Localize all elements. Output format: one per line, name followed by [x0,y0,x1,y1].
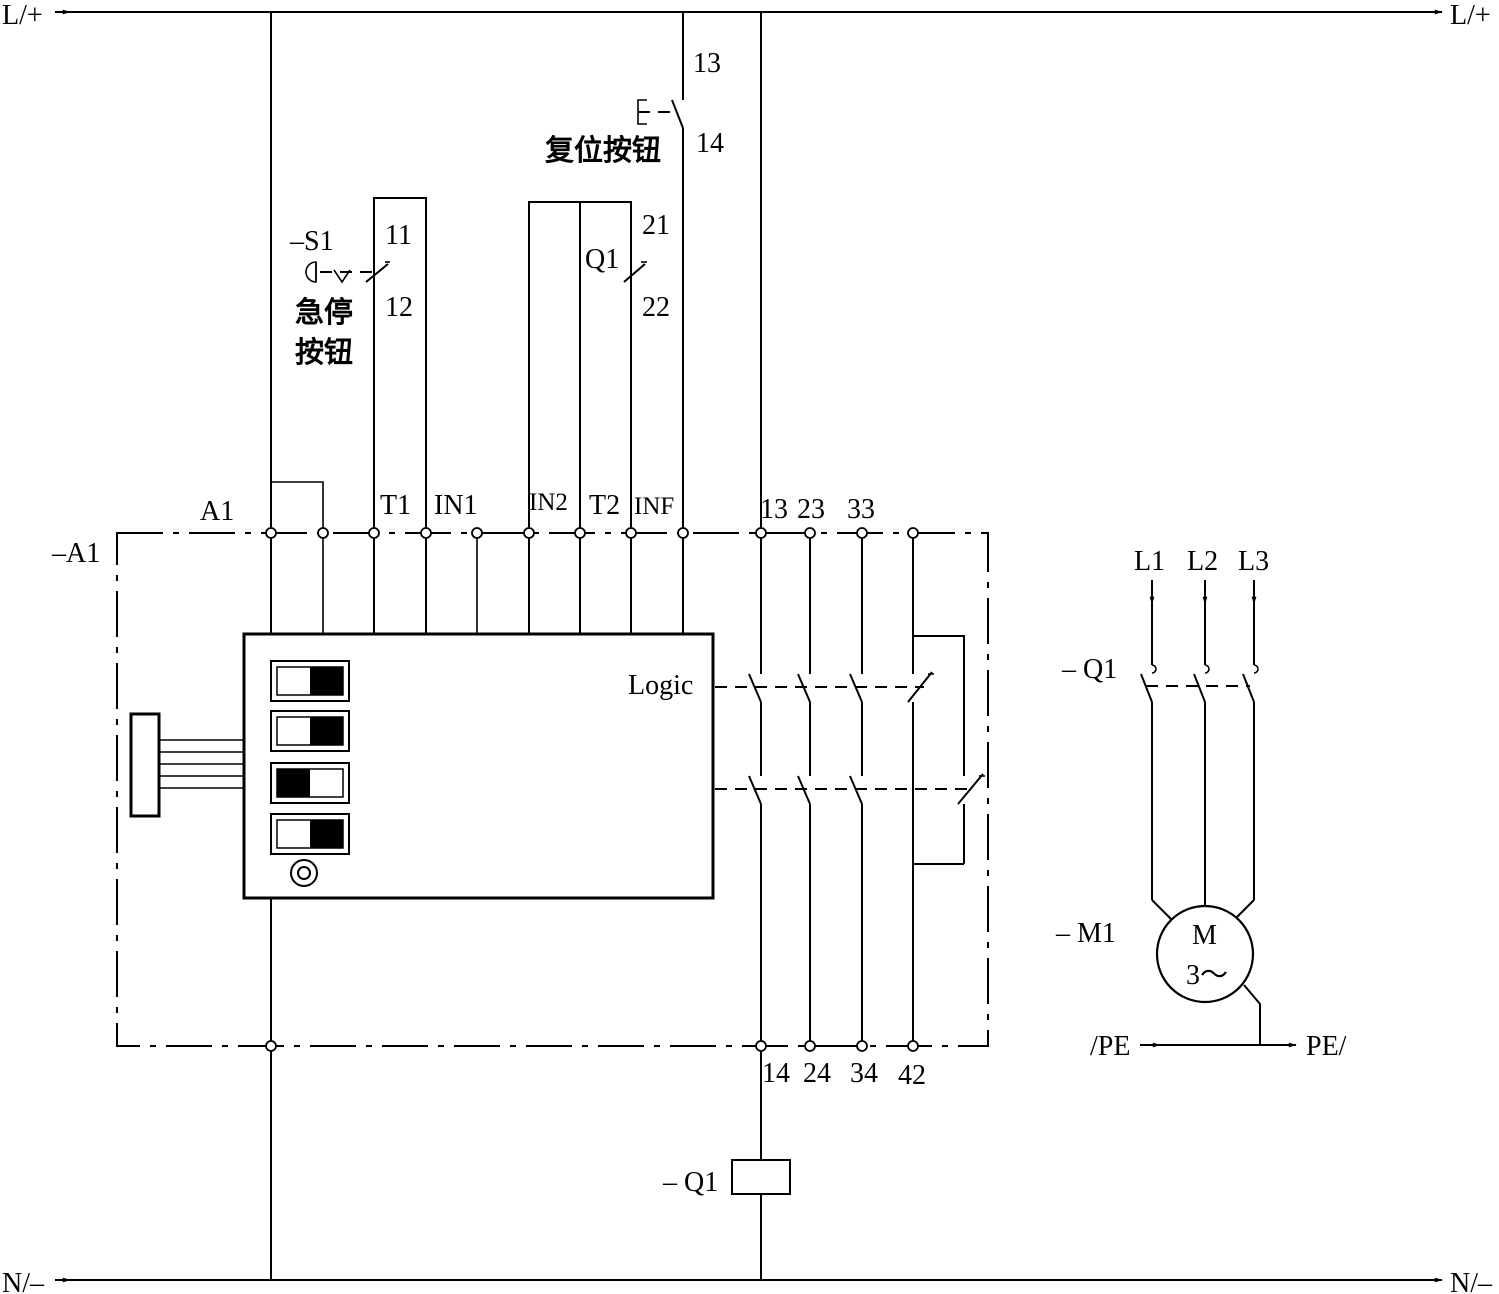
relay-output-terminal-labels: 13 23 33 14 24 34 42 [760,494,926,1091]
terminal-label-in2: IN2 [529,489,568,516]
motor-type: 3～ [1186,960,1228,991]
terminal-label-t1: T1 [380,490,411,521]
feedback-terminal-21: 21 [642,210,670,241]
terminal-label-in1: IN1 [434,490,478,521]
rotary-knob-icon [290,859,318,887]
relay-enclosure: –A1 [51,532,989,1047]
motor-symbol: M [1192,920,1217,951]
rail-label-top-left: L/+ [2,0,43,31]
contactor-coil: – Q1 [662,1159,791,1198]
supply-rail-bottom: N/– N/– [2,1268,1493,1294]
breaker-tag: – Q1 [1061,654,1117,685]
reset-button-label: 复位按钮 [545,133,661,167]
estop-tag: –S1 [289,226,334,257]
terminal-label-34: 34 [850,1058,878,1089]
dip-switch-1 [270,660,350,702]
reset-terminal-13: 13 [693,48,721,79]
rail-label-top-right: L/+ [1450,0,1491,31]
dip-switch-2 [270,710,350,752]
terminal-label-a1: A1 [200,496,234,527]
supply-rail-top: L/+ L/+ [2,0,1491,31]
phase-label-l2: L2 [1187,546,1218,577]
latch-icon [333,269,351,284]
pe-label-right: PE/ [1306,1031,1347,1062]
estop-label-line1: 急停 [295,295,353,329]
connector-plug-icon [129,712,244,818]
reset-button-circuit: 13 14 复位按钮 [545,12,724,634]
rail-label-bottom-right: N/– [1450,1268,1493,1294]
terminal-label-13: 13 [760,494,788,525]
terminal-label-33: 33 [847,494,875,525]
logic-module: Logic [242,632,715,900]
terminal-label-14: 14 [762,1058,790,1089]
emergency-stop-circuit: –S1 11 12 急停 按钮 [289,197,427,634]
phase-label-l3: L3 [1238,546,1269,577]
relay-tag: –A1 [51,538,100,569]
pe-label-left: /PE [1090,1031,1130,1062]
terminal-label-42: 42 [898,1060,926,1091]
terminal-label-inf: INF [634,493,674,520]
logic-label: Logic [628,670,693,701]
output-contacts [715,12,985,1280]
estop-terminal-12: 12 [385,292,413,323]
terminal-label-24: 24 [803,1058,831,1089]
terminal-label-23: 23 [797,494,825,525]
feedback-circuit: Q1 21 22 [528,201,670,634]
motor-power-circuit: L1 L2 L3 – Q1 M 3～ – M1 /PE PE/ [1055,546,1347,1062]
terminal-nodes [265,527,919,1052]
dip-switch-3 [270,762,350,804]
dip-switch-4 [270,813,350,855]
coil-tag: – Q1 [662,1167,718,1198]
estop-label-line2: 按钮 [295,335,353,369]
rail-label-bottom-left: N/– [2,1268,45,1294]
terminal-label-t2: T2 [589,490,620,521]
mushroom-head-icon [305,261,317,283]
motor-tag: – M1 [1055,918,1116,949]
estop-terminal-11: 11 [385,220,412,251]
phase-label-l1: L1 [1134,546,1165,577]
relay-input-terminal-labels: A1 T1 IN1 IN2 T2 INF [200,489,674,527]
motor-icon: M 3～ [1155,904,1255,1004]
reset-terminal-14: 14 [696,128,724,159]
feedback-tag: Q1 [585,244,619,275]
feedback-terminal-22: 22 [642,292,670,323]
